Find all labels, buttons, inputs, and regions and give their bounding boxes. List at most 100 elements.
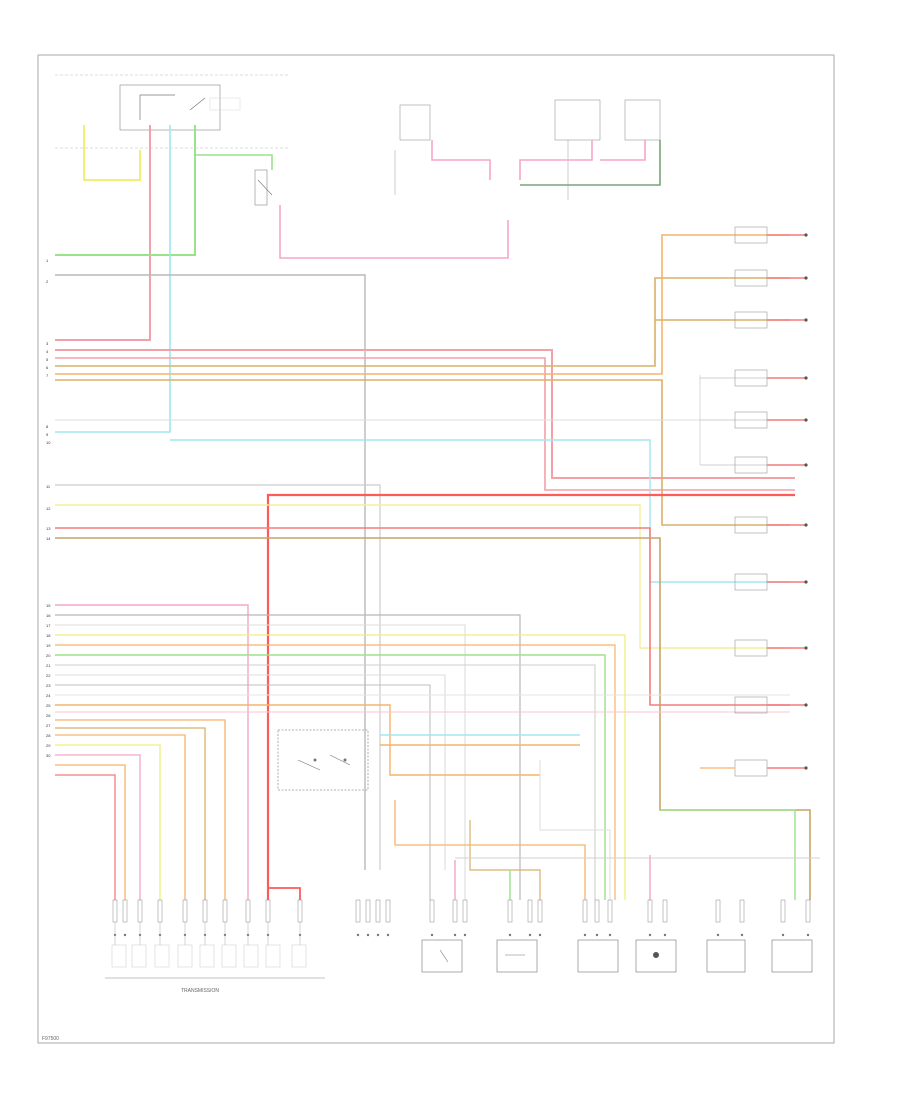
- pin-number: 1: [46, 258, 49, 263]
- wire-tan-rail-3: [55, 379, 790, 526]
- pin-dot: [528, 933, 532, 937]
- pin-number: 29: [46, 743, 51, 748]
- pin-dot: [595, 933, 599, 937]
- connector-pin: [537, 899, 543, 923]
- wire-orange-rail-1: [55, 234, 790, 375]
- sensor-box: [421, 939, 463, 973]
- wire-bright-red-down: [268, 887, 301, 900]
- sensor-box: [577, 939, 619, 973]
- pin-dot: [608, 933, 612, 937]
- ground-terminal: [804, 276, 808, 280]
- pin-number: 23: [46, 683, 51, 688]
- ground-terminal: [804, 766, 808, 770]
- connector-pin: [462, 899, 468, 923]
- wire-tan-rail-4: [55, 537, 811, 900]
- range-switch-box: [277, 729, 369, 791]
- pin-dot: [740, 933, 744, 937]
- wire-yellow-ignition: [83, 125, 141, 181]
- wire-tan-lower-1: [55, 727, 206, 900]
- ground-terminal: [804, 523, 808, 527]
- pin-dot: [123, 933, 127, 937]
- wire-white-lower-1: [55, 624, 466, 900]
- connector-pin: [594, 899, 600, 923]
- wire-orange-lower-1: [55, 644, 616, 900]
- ground-terminal: [804, 376, 808, 380]
- wire-gray-lower-1: [55, 614, 521, 900]
- pin-dot: [463, 933, 467, 937]
- ground-terminal: [804, 318, 808, 322]
- pin-number: 16: [46, 613, 51, 618]
- connector-pin: [112, 899, 118, 923]
- ground-terminal: [804, 580, 808, 584]
- pin-number: 19: [46, 643, 51, 648]
- pin-number: 18: [46, 633, 51, 638]
- wire-pink-top-right-2: [600, 140, 646, 161]
- wire-yellow-lower-2: [55, 744, 161, 900]
- pin-dot: [508, 933, 512, 937]
- connector-pin: [507, 899, 513, 923]
- pin-number: 26: [46, 713, 51, 718]
- pin-number: 6: [46, 365, 49, 370]
- top-center-switches: [394, 99, 661, 200]
- connector-pin: [607, 899, 613, 923]
- wire-orange-lower-7: [394, 800, 586, 900]
- pin-number: 15: [46, 603, 51, 608]
- wire-tan-lower-2: [469, 820, 541, 900]
- connector-pin: [805, 899, 811, 923]
- pin-dot: [781, 933, 785, 937]
- diagram-border: [37, 54, 835, 1044]
- connector-pin: [222, 899, 228, 923]
- wire-bright-red-rail: [266, 493, 795, 900]
- wire-lt-blue-ignition: [55, 125, 171, 433]
- pin-dot: [648, 933, 652, 937]
- pin-number: 20: [46, 653, 51, 658]
- pin-dot: [386, 933, 390, 937]
- wire-pink-top-center: [431, 140, 491, 180]
- pin-number-column: 1234567891011121314151617181920212223242…: [46, 258, 51, 758]
- pin-number: 24: [46, 693, 51, 698]
- wire-pink-lower-3: [55, 754, 141, 900]
- connector-pin: [375, 899, 381, 923]
- wire-orange-lower-2: [55, 704, 540, 776]
- connector-pin: [385, 899, 391, 923]
- wire-red-rail-3: [55, 527, 790, 706]
- wire-white-rail: [55, 484, 381, 870]
- connector-pin: [365, 899, 371, 923]
- pin-dot: [376, 933, 380, 937]
- wire-pink-lower-1: [55, 604, 249, 900]
- connector-pin: [780, 899, 786, 923]
- connector-pin: [245, 899, 251, 923]
- ground-terminal: [804, 646, 808, 650]
- pin-number: 22: [46, 673, 51, 678]
- pin-number: 21: [46, 663, 51, 668]
- pin-dot: [430, 933, 434, 937]
- pin-number: 2: [46, 279, 49, 284]
- pin-number: 30: [46, 753, 51, 758]
- ground-terminal: [804, 703, 808, 707]
- wire-orange-lower-3: [55, 719, 226, 900]
- wire-yellow-rail: [55, 504, 790, 649]
- wire-white-lower-2: [55, 674, 446, 870]
- ignition-switch-group: [55, 74, 290, 206]
- wire-pink-top-right: [519, 140, 593, 180]
- connector-pin: [715, 899, 721, 923]
- wire-gray-1: [55, 274, 366, 870]
- wire-lt-blue-rail: [170, 439, 790, 583]
- wire-orange-lower-5: [55, 764, 126, 900]
- pin-number: 3: [46, 341, 49, 346]
- connector-pin: [739, 899, 745, 923]
- ground-terminal: [804, 463, 808, 467]
- component-box: [734, 759, 768, 777]
- connector-pin: [157, 899, 163, 923]
- sensor-box: [771, 939, 813, 973]
- pin-dot: [366, 933, 370, 937]
- wire-red-rail-2: [55, 357, 795, 491]
- pin-number: 17: [46, 623, 51, 628]
- pin-number: 13: [46, 526, 51, 531]
- module-label: TRANSMISSION: [181, 988, 219, 994]
- wire-lt-green-lower: [55, 654, 606, 900]
- pin-number: 28: [46, 733, 51, 738]
- connector-pin: [265, 899, 271, 923]
- wire-lt-green-ignition: [55, 125, 196, 256]
- pin-dot: [663, 933, 667, 937]
